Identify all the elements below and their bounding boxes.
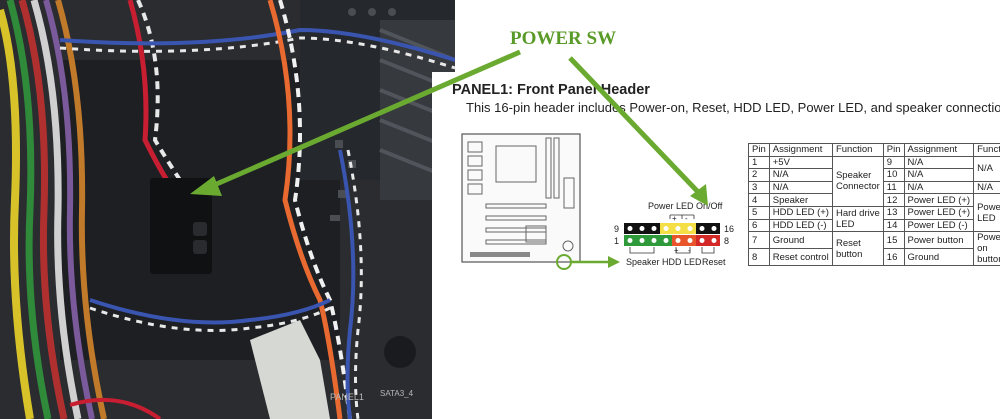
cell-assignment: Power LED (+) [903,205,975,220]
th-assignment-1: Assignment [768,143,833,157]
cell-function-power-on: Power-on button [973,231,1000,267]
header-location-pointer [556,254,620,270]
cell-assignment: Power LED (-) [903,218,975,233]
cell-function-na: N/A [973,155,1000,182]
cell-pin: 16 [882,248,905,267]
cell-pin: 4 [748,193,770,207]
table-row: 5 HDD LED (+) Hard drive LED 13 Power LE… [748,205,1000,233]
minus-sign-bottom: - [688,246,691,255]
cell-assignment: N/A [903,168,975,182]
cell-pin: 15 [882,231,905,250]
cell-pin: 9 [882,155,905,170]
board-silk-sata: SATA3_4 [380,389,414,398]
cell-pin: 8 [748,248,770,267]
table-header-row: Pin Assignment Function Pin Assignment F… [748,143,1000,157]
table-row: 4 Speaker 12 Power LED (+) Power LED [748,193,1000,233]
th-function-1: Function [831,143,884,157]
cell-assignment: Ground [903,248,975,267]
panel-description: This 16-pin header includes Power-on, Re… [466,100,1000,115]
table-row: 7 Ground Reset button 15 Power button Po… [748,231,1000,267]
pin-header-diagram: Power LED On/Off + - 9 16 1 8 + - Speake… [614,201,734,267]
pin-assignment-table: Pin Assignment Function Pin Assignment F… [748,143,1000,267]
ribbon-cable [0,0,107,419]
th-pin-2: Pin [882,143,905,157]
cell-pin: 13 [882,205,905,220]
th-assignment-2: Assignment [903,143,975,157]
cell-pin: 14 [882,218,905,233]
case-photo: PANEL1 SATA3_4 [0,0,455,419]
table-row: 6 HDD LED (-) 14 Power LED (-) [748,218,1000,233]
cell-pin: 10 [882,168,905,182]
cell-assignment: N/A [768,180,833,195]
cell-pin: 11 [882,180,905,195]
board-silk-panel: PANEL1 [330,392,364,402]
cell-function: N/A [973,180,1000,195]
table-row: 3 N/A 11 N/A N/A [748,180,1000,195]
cell-pin: 2 [748,168,770,182]
cell-assignment: Power button [903,231,975,250]
power-sw-connector [150,178,212,274]
label-pin-1: 1 [614,236,619,246]
cell-assignment: N/A [903,180,975,195]
cell-function-speaker: Speaker Connector [831,155,884,207]
cell-pin: 1 [748,155,770,170]
cell-pin: 12 [882,193,905,207]
cell-assignment: N/A [768,168,833,182]
th-pin-1: Pin [748,143,770,157]
th-function-2: Function [973,143,1000,157]
table-row: 1 +5V Speaker Connector 9 N/A N/A [748,155,1000,207]
panel-heading: PANEL1: Front Panel Header [452,82,650,98]
cell-assignment: HDD LED (+) [768,205,833,220]
table-row: 8 Reset control 16 Ground [748,248,1000,267]
cell-assignment: Reset control [768,248,833,267]
plus-sign-top: + [672,214,677,223]
label-hdd-led: HDD LED [662,257,702,267]
cell-function-hdd: Hard drive LED [831,205,884,233]
cell-pin: 3 [748,180,770,195]
cell-pin: 5 [748,205,770,220]
power-sw-label: POWER SW [510,28,617,49]
cell-assignment: Speaker [768,193,833,207]
cell-pin: 6 [748,218,770,233]
board-components [330,8,416,368]
motherboard-diagram [461,133,581,263]
minus-sign-top: - [685,214,688,223]
plus-sign-bottom: + [674,246,679,255]
cell-function-power-led: Power LED [973,193,1000,233]
cell-assignment: HDD LED (-) [768,218,833,233]
white-plug [250,320,330,419]
label-pin-9: 9 [614,224,619,234]
cell-assignment: Power LED (+) [903,193,975,207]
label-speaker: Speaker [626,257,660,267]
label-pin-8: 8 [724,236,729,246]
cell-assignment: Ground [768,231,833,250]
cell-assignment: N/A [903,155,975,170]
label-pin-16: 16 [724,224,734,234]
label-reset: Reset [702,257,726,267]
cell-function-reset: Reset button [831,231,884,267]
label-on-off: On/Off [696,201,723,211]
cell-assignment: +5V [768,155,833,170]
label-power-led: Power LED [648,201,694,211]
cell-pin: 7 [748,231,770,250]
